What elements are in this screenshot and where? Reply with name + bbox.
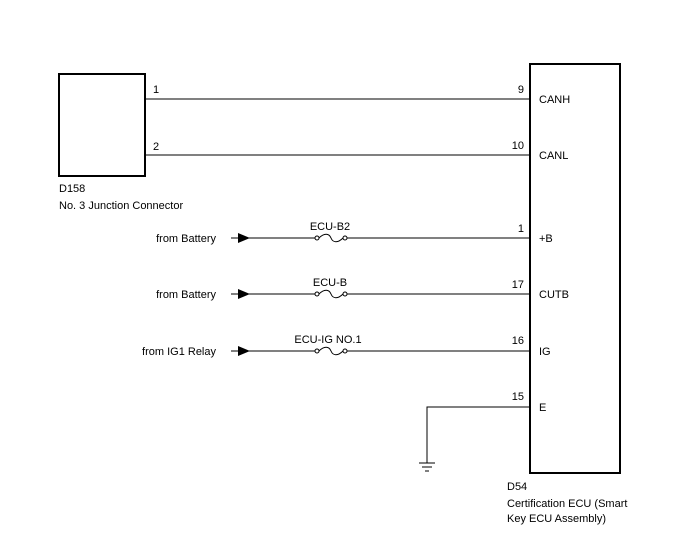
ecu-terminal-e: E xyxy=(539,402,546,414)
junction-connector-code: D158 xyxy=(59,183,85,195)
ecu-name-line2: Key ECU Assembly) xyxy=(507,513,606,525)
ecu-terminal-b: +B xyxy=(539,233,553,245)
fuse-label-2: ECU-B xyxy=(313,277,347,289)
ecu-pin-canl: 10 xyxy=(512,140,524,152)
ecu-pin-b: 1 xyxy=(518,223,524,235)
connector-pin-1: 1 xyxy=(153,84,159,96)
ecu-terminal-canl: CANL xyxy=(539,150,568,162)
ecu-terminal-cutb: CUTB xyxy=(539,289,569,301)
ecu-code: D54 xyxy=(507,481,527,493)
ecu-pin-canh: 9 xyxy=(518,84,524,96)
fuse-icon xyxy=(314,289,348,299)
ecu-box xyxy=(529,63,621,474)
supply-source-3: from IG1 Relay xyxy=(142,346,216,358)
fuse-label-3: ECU-IG NO.1 xyxy=(294,334,361,346)
ecu-pin-ig: 16 xyxy=(512,335,524,347)
ecu-pin-e: 15 xyxy=(512,391,524,403)
junction-connector-box xyxy=(58,73,146,177)
junction-connector-name: No. 3 Junction Connector xyxy=(59,200,183,212)
ecu-terminal-canh: CANH xyxy=(539,94,570,106)
supply-source-1: from Battery xyxy=(156,233,216,245)
supply-source-2: from Battery xyxy=(156,289,216,301)
fuse-label-1: ECU-B2 xyxy=(310,221,350,233)
fuse-icon xyxy=(314,346,348,356)
wire-ground xyxy=(426,406,530,463)
connector-pin-2: 2 xyxy=(153,141,159,153)
ecu-terminal-ig: IG xyxy=(539,346,551,358)
ground-icon xyxy=(419,462,435,472)
ecu-pin-cutb: 17 xyxy=(512,279,524,291)
fuse-icon xyxy=(314,233,348,243)
ecu-name-line1: Certification ECU (Smart xyxy=(507,498,627,510)
